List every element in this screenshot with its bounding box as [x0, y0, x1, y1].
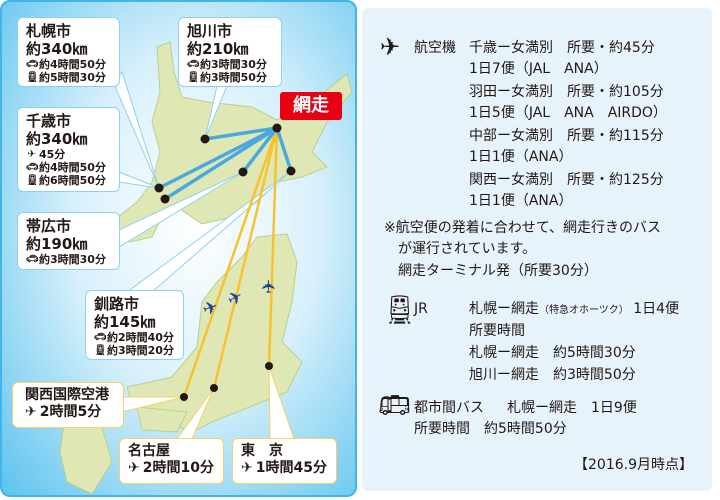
air-note: 網走ターミナル発（所要30分） [398, 263, 598, 279]
air-flights: 1日5便（JAL ANA AIRDO） [469, 105, 667, 121]
route-map: ✈ ✈ ✈ 網走 札幌市 約340㎞ 🚗︎約4時間50分 🚆︎約5時間30分 旭… [0, 0, 357, 497]
air-note: ※航空便の発着に合わせて、網走行きのバス [384, 220, 662, 236]
train-time: 約6時間50分 [39, 174, 106, 188]
car-icon: 🚗︎ [94, 331, 107, 343]
plane-icon: ✈ [27, 148, 36, 160]
car-time: 約4時間50分 [39, 161, 106, 175]
flight-time: 2時間10分 [142, 459, 214, 476]
car-time: 約4時間50分 [39, 58, 106, 71]
bus-icon: 🚌︎ [378, 391, 412, 421]
car-time: 約3時間30分 [200, 58, 267, 71]
city-name: 旭川市 [187, 22, 233, 40]
train-icon: 🚆︎ [94, 344, 107, 356]
dot-chitose [160, 194, 170, 204]
air-route: 羽田ー女満別 所要・約105分 [469, 84, 664, 100]
flight-time: 2時間5分 [39, 403, 102, 420]
map-graphic [59, 41, 353, 495]
honshu-land [126, 233, 303, 433]
train-icon: 🚆︎ [382, 293, 418, 326]
train-icon: 🚆︎ [26, 71, 39, 83]
plane-icon: ✈ [259, 278, 281, 295]
jr-time: 旭川ー網走 約3時間50分 [469, 367, 636, 383]
city-name: 千歳市 [26, 112, 72, 130]
air-flights: 1日1便（ANA） [469, 149, 573, 165]
city-distance: 約145㎞ [94, 313, 156, 331]
callout-nagoya: 名古屋 ✈2時間10分 [119, 438, 224, 484]
jr-route: 札幌ー網走 [469, 301, 539, 317]
plane-icon: ✈ [380, 33, 401, 61]
city-name: 帯広市 [26, 217, 72, 235]
jr-time: 札幌ー網走 約5時間30分 [469, 345, 636, 361]
callout-tokyo: 東 京 ✈1時間45分 [232, 438, 337, 484]
callout-kushiro: 釧路市 約145㎞ 🚗︎約2時間40分 🚆︎約3時間20分 [85, 290, 184, 360]
train-time: 約5時間30分 [39, 71, 106, 85]
plane-icon: ✈ [241, 459, 253, 476]
air-flights: 1日1便（ANA） [469, 193, 573, 209]
plane-time: 45分 [39, 148, 66, 161]
bus-route: 札幌ー網走 1日9便 [507, 400, 637, 416]
jr-time-label: 所要時間 [469, 323, 525, 339]
bus-label: 都市間バス [414, 400, 484, 416]
car-icon: 🚗︎ [26, 161, 39, 173]
dot-abashiri [272, 123, 282, 133]
car-icon: 🚗︎ [26, 58, 39, 70]
air-route: 千歳ー女満別 所要・約45分 [469, 40, 655, 56]
as-of-date: 【2016.9月時点】 [574, 457, 693, 473]
train-time: 約3時間50分 [200, 71, 267, 85]
dot-sapporo [154, 183, 164, 193]
callout-chitose: 千歳市 約340㎞ ✈45分 🚗︎約4時間50分 🚆︎約6時間50分 [17, 107, 120, 192]
callout-asahikawa: 旭川市 約210㎞ 🚗︎約3時間30分 🚆︎約3時間50分 [178, 17, 282, 87]
jr-frequency: 1日4便 [633, 301, 680, 317]
dot-kansai [180, 393, 188, 401]
callout-sapporo: 札幌市 約340㎞ 🚗︎約4時間50分 🚆︎約5時間30分 [17, 17, 120, 87]
plane-icon: ✈ [25, 403, 37, 420]
dot-asahikawa [200, 134, 210, 144]
train-time: 約3時間20分 [107, 344, 174, 358]
bus-time: 所要時間 約5時間50分 [414, 421, 567, 437]
air-flights: 1日7便（JAL ANA） [469, 61, 608, 77]
callout-obihiro: 帯広市 約190㎞ 🚗︎約3時間30分 [17, 212, 120, 270]
car-time: 約2時間40分 [107, 331, 174, 344]
air-route: 関西ー女満別 所要・約125分 [469, 172, 664, 188]
jr-label: JR [414, 301, 428, 317]
air-label: 航空機 [414, 40, 456, 56]
jr-route-line: 札幌ー網走（特急オホーツク） 1日4便 [469, 299, 679, 321]
city-name: 札幌市 [26, 22, 72, 40]
shikoku-land [136, 406, 188, 433]
dot-obihiro [238, 167, 248, 177]
city-distance: 約340㎞ [26, 130, 88, 148]
kyushu-land [59, 421, 113, 495]
flight-time: 1時間45分 [255, 459, 327, 476]
jr-route-note: （特急オホーツク） [539, 305, 629, 316]
car-icon: 🚗︎ [26, 253, 39, 265]
dot-nagoya [210, 384, 218, 392]
city-distance: 約190㎞ [26, 235, 88, 253]
plane-icon: ✈ [128, 459, 140, 476]
destination-label: 網走 [280, 92, 342, 120]
air-route: 中部ー女満別 所要・約115分 [469, 128, 664, 144]
city-distance: 約340㎞ [26, 40, 88, 58]
airport-name: 関西国際空港 [25, 387, 109, 403]
air-note: が運行されています。 [398, 241, 537, 257]
dot-tokyo [265, 362, 273, 370]
city-distance: 約210㎞ [187, 40, 249, 58]
callout-kansai: 関西国際空港 ✈2時間5分 [12, 382, 124, 428]
car-icon: 🚗︎ [187, 58, 200, 70]
airport-name: 名古屋 [128, 443, 170, 459]
train-icon: 🚆︎ [26, 174, 39, 186]
train-icon: 🚆︎ [187, 71, 200, 83]
city-name: 釧路市 [94, 295, 140, 313]
car-time: 約3時間30分 [39, 253, 106, 266]
dot-kushiro [286, 166, 296, 176]
access-info-panel: ✈ 航空機 千歳ー女満別 所要・約45分 1日7便（JAL ANA） 羽田ー女満… [362, 8, 712, 491]
airport-name: 東 京 [241, 443, 283, 459]
